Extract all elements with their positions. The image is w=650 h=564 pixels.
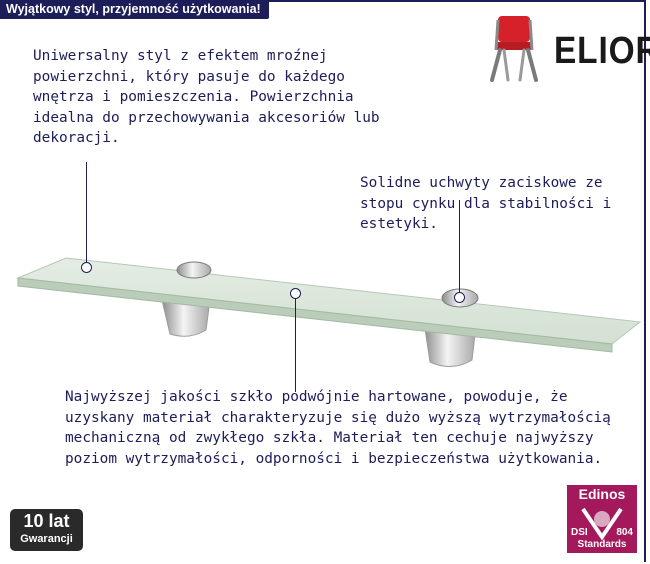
edinos-certification-badge: Edinos DSI 804 Standards [567, 485, 637, 553]
brand-name: ELIOR [554, 30, 650, 72]
leader-line-top-left [86, 162, 87, 266]
warranty-years: 10 lat [23, 511, 70, 531]
callout-dot-top-left [81, 262, 92, 273]
leader-line-bottom [295, 296, 296, 392]
callout-tempered-glass: Najwyższej jakości szkło podwójnie harto… [65, 389, 611, 467]
tagline-banner: Wyjątkowy styl, przyjemność użytkowania! [0, 0, 269, 19]
chair-icon [490, 16, 538, 82]
certification-code: 804 [616, 527, 633, 538]
callout-style-surface: Uniwersalny styl z efektem mroźnej powie… [33, 48, 380, 147]
warranty-badge: 10 lat Gwarancji [10, 509, 83, 551]
certification-standards: Standards [577, 539, 627, 550]
checkmark-icon [581, 507, 623, 541]
certification-dsi: DSI [571, 527, 588, 538]
callout-dot-bottom [290, 288, 301, 299]
callout-zinc-clamps: Solidne uchwyty zaciskowe ze stopu cynku… [360, 175, 612, 233]
certification-name: Edinos [578, 486, 626, 502]
leader-line-right [459, 200, 460, 294]
glass-shelf-edge [17, 277, 613, 353]
glass-shelf-top [16, 257, 642, 345]
brand-logo[interactable]: ELIOR [482, 14, 650, 84]
bracket-left-body [161, 299, 211, 337]
clamp-left-top [176, 261, 212, 279]
warranty-label: Gwarancji [20, 533, 73, 545]
callout-dot-right [454, 292, 465, 303]
